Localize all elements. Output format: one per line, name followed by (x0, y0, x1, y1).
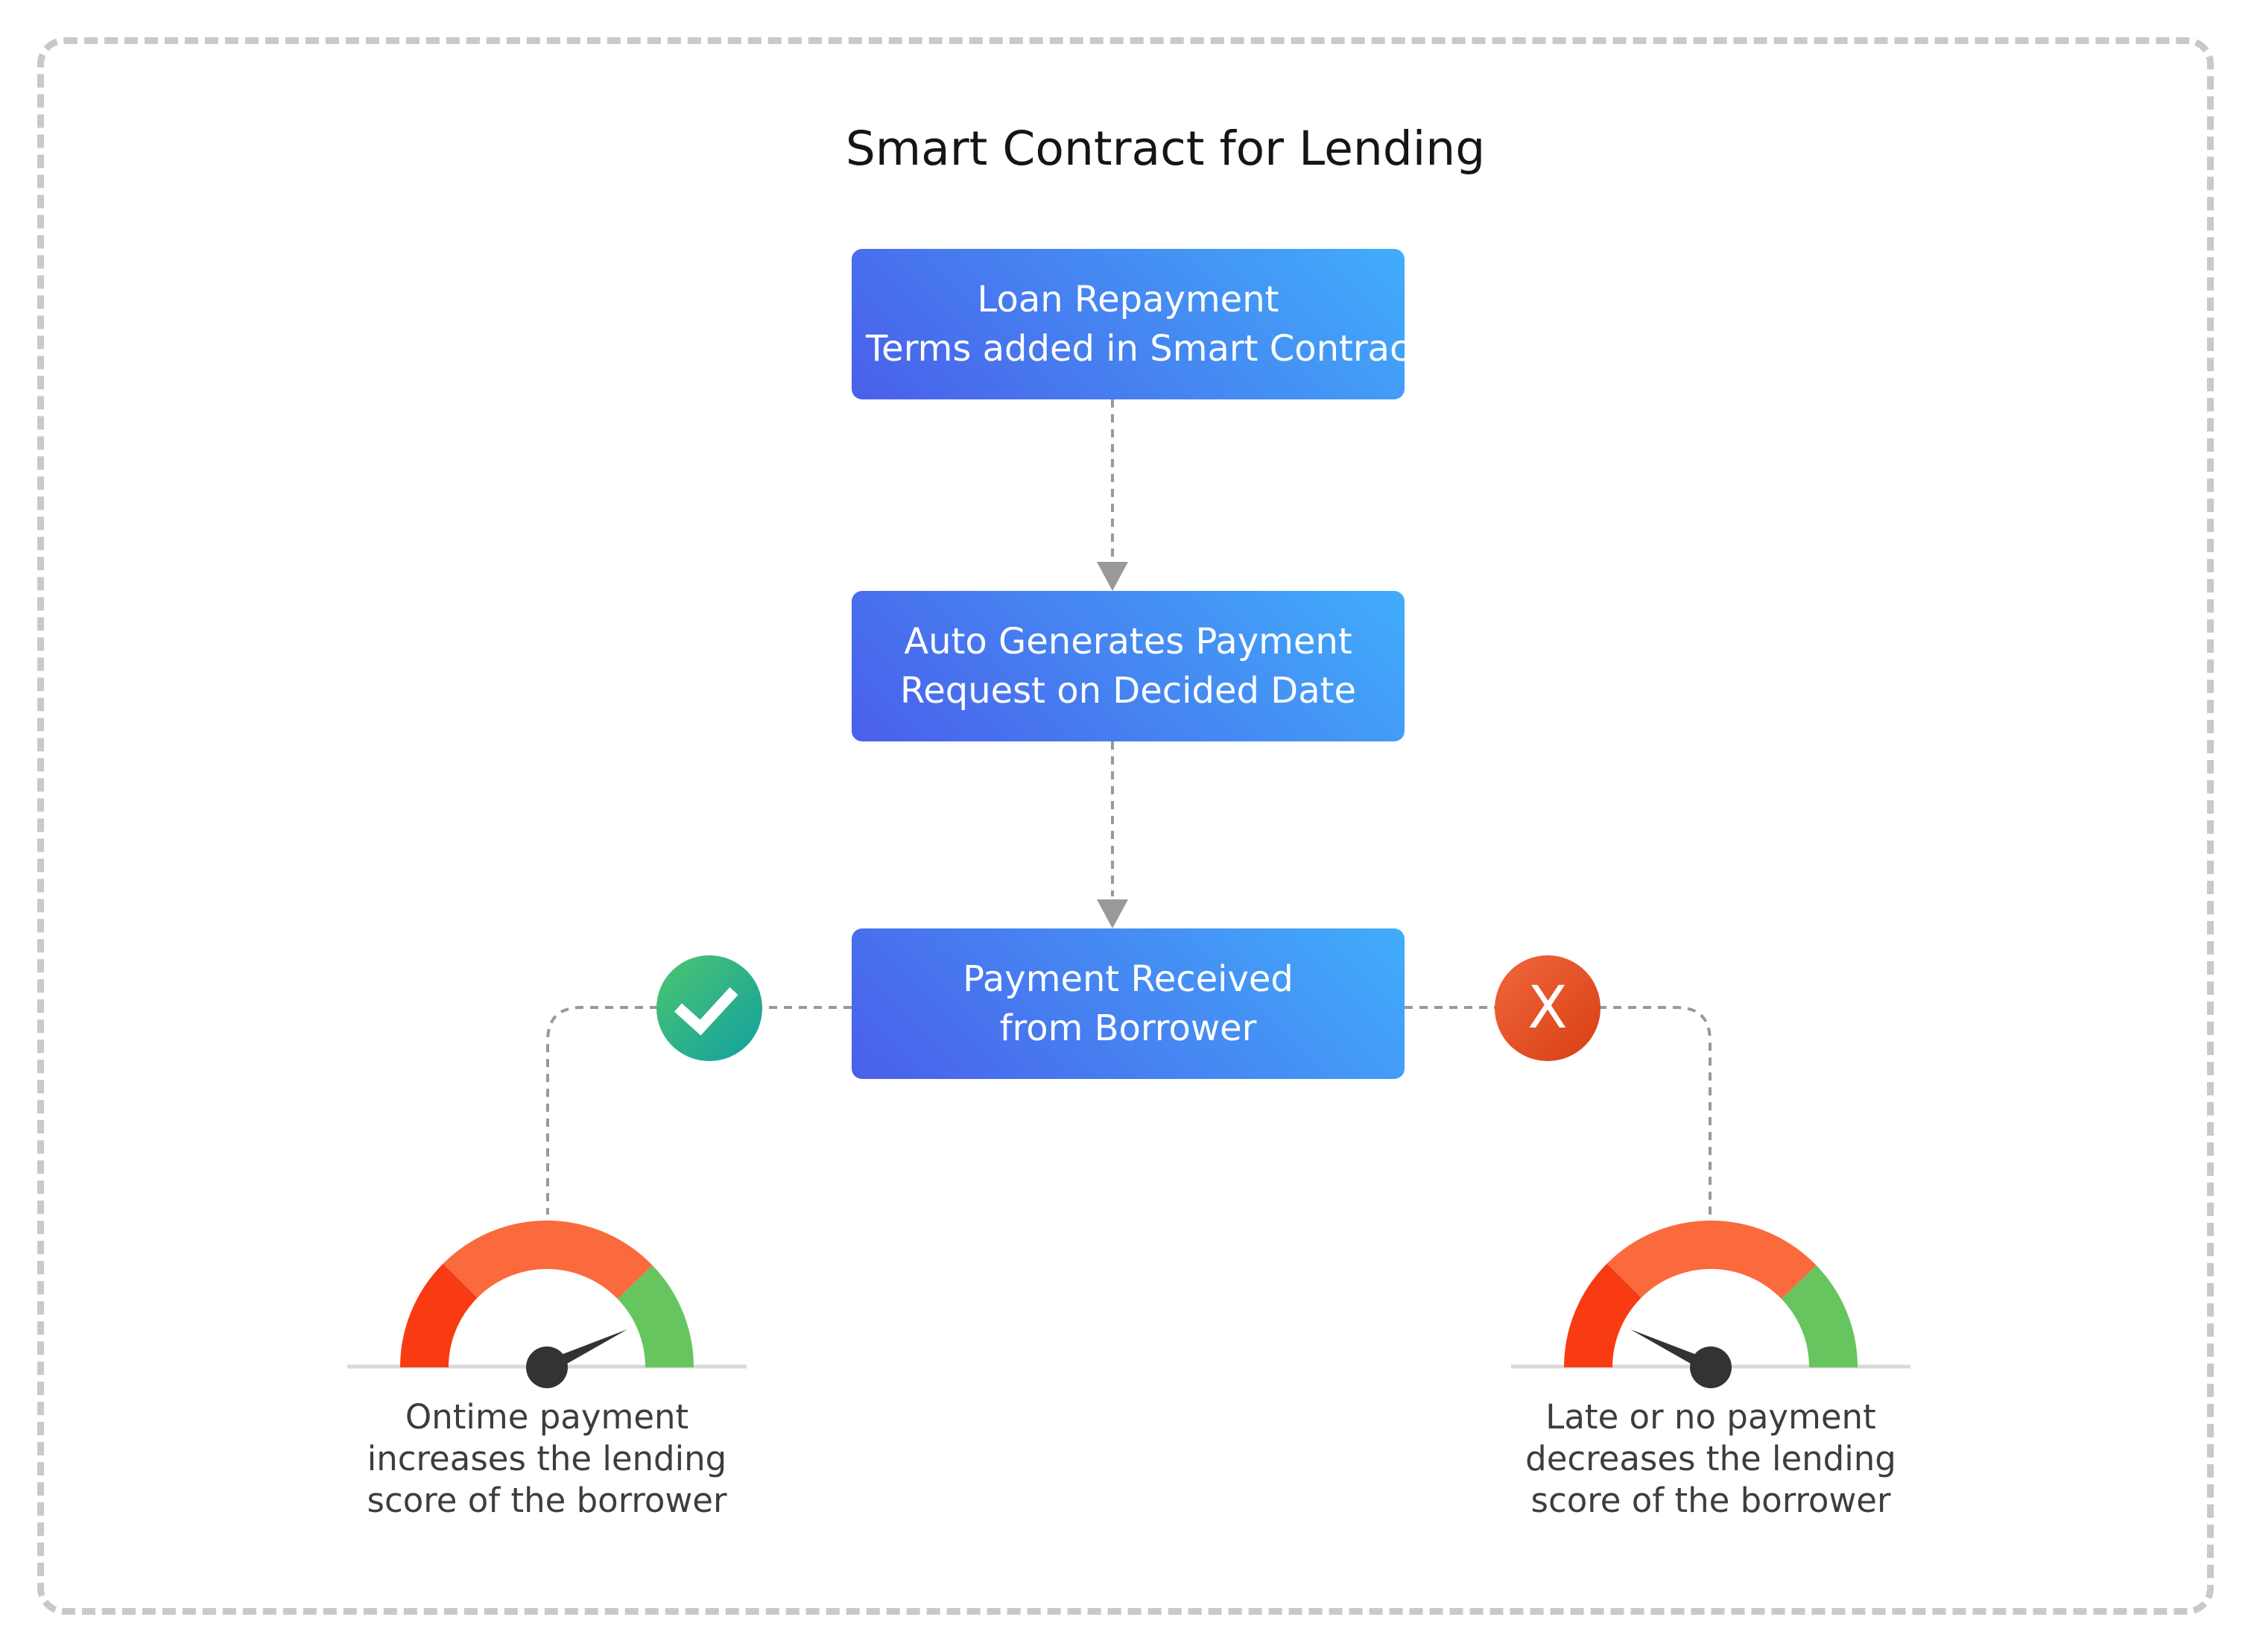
flow-node-payment-received: Payment Received from Borrower (852, 928, 1405, 1079)
caption-line: score of the borrower (367, 1481, 727, 1520)
node-text-line: Payment Received (963, 958, 1294, 1000)
check-icon (674, 987, 738, 1036)
success-badge (656, 955, 762, 1061)
caption-line: decreases the lending (1525, 1439, 1896, 1478)
gauge-arc-red (1564, 1263, 1642, 1368)
negative-outcome-caption: Late or no payment decreases the lending… (1450, 1396, 1972, 1522)
gauge-arc-red (400, 1263, 478, 1368)
lending-score-gauge-increase (347, 1221, 747, 1388)
caption-line: score of the borrower (1530, 1481, 1891, 1520)
node-text-line: from Borrower (999, 1007, 1257, 1049)
positive-outcome-caption: Ontime payment increases the lending sco… (286, 1396, 808, 1522)
diagram-title: Smart Contract for Lending (845, 121, 1486, 176)
node-text-line: Loan Repayment (977, 279, 1279, 320)
caption-line: Ontime payment (405, 1397, 689, 1437)
failure-badge: X (1495, 955, 1601, 1061)
gauge-needle-pivot (526, 1346, 568, 1388)
caption-line: Late or no payment (1545, 1397, 1876, 1437)
x-icon: X (1527, 975, 1568, 1042)
gauge-arc-green (1781, 1265, 1858, 1368)
lending-score-gauge-decrease (1511, 1221, 1910, 1388)
flow-node-loan-terms: Loan Repayment Terms added in Smart Cont… (852, 249, 1405, 399)
gauge-arc-orange (1606, 1221, 1817, 1300)
node-text-line: Request on Decided Date (900, 670, 1356, 712)
node-text-line-clipped: Terms added in Smart Contract (866, 328, 1405, 370)
flow-node-payment-request: Auto Generates Payment Request on Decide… (852, 591, 1405, 741)
diagram-border (37, 37, 2214, 1615)
node-text-line: Auto Generates Payment (904, 621, 1352, 662)
gauge-arc-green (617, 1265, 694, 1368)
gauge-arc-orange (443, 1221, 653, 1300)
caption-line: increases the lending (367, 1439, 727, 1478)
gauge-needle-pivot (1690, 1346, 1732, 1388)
